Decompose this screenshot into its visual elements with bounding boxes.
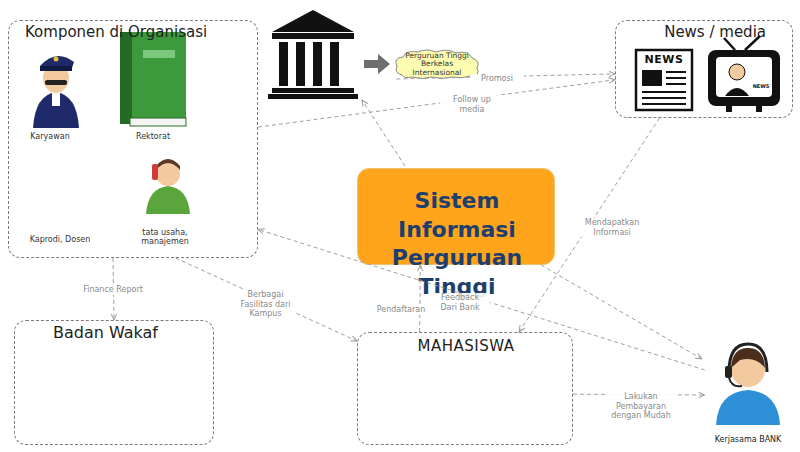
employee-body bbox=[33, 92, 79, 128]
dashed-connector bbox=[176, 258, 358, 341]
edge-label: Promosi bbox=[470, 74, 524, 84]
agent-earpiece bbox=[725, 366, 732, 378]
newspaper-photo bbox=[642, 70, 662, 86]
employee-glasses bbox=[45, 80, 67, 85]
book-spine bbox=[120, 32, 132, 124]
tv-leg bbox=[726, 106, 732, 112]
tv-leg bbox=[756, 106, 762, 112]
newspaper-line bbox=[666, 71, 686, 73]
agent-hair bbox=[731, 348, 765, 368]
dashed-arrow bbox=[362, 100, 405, 166]
node-title: Badan Wakaf bbox=[53, 323, 158, 342]
group-box: MAHASISWA bbox=[357, 332, 573, 445]
edge-label: Berbagai Fasilitas dari Kampus bbox=[236, 290, 295, 319]
node-title: Sistem Informasi Perguruan Tinggi bbox=[364, 187, 550, 301]
person-body bbox=[146, 186, 190, 214]
book-label bbox=[143, 50, 175, 58]
newspaper-line bbox=[666, 83, 686, 85]
employee-collar bbox=[52, 92, 60, 106]
block-arrow bbox=[364, 54, 390, 74]
cloud-shape: Perguruan Tinggi Berkelas Internasional bbox=[392, 49, 482, 79]
node-title: MAHASISWA bbox=[358, 337, 574, 355]
newspaper-line bbox=[642, 91, 686, 93]
person-hair bbox=[156, 159, 180, 170]
television-icon bbox=[708, 36, 780, 112]
building-step bbox=[268, 94, 358, 99]
actor-box: Kerjasama BANK bbox=[700, 345, 796, 445]
newspaper-line bbox=[642, 97, 686, 99]
call-agent-icon bbox=[716, 344, 780, 425]
process-box: Sistem Informasi Perguruan Tinggi bbox=[357, 168, 555, 265]
anchor-body bbox=[725, 88, 749, 96]
dashed-connector bbox=[541, 265, 702, 359]
agent-body bbox=[716, 390, 780, 425]
dashed-connector bbox=[258, 80, 615, 127]
newspaper-line bbox=[666, 77, 686, 79]
icon-caption: NEWS bbox=[641, 54, 687, 67]
newspaper-page bbox=[636, 50, 692, 110]
tv-body bbox=[708, 50, 780, 106]
building-beam bbox=[272, 33, 354, 39]
phone-handset bbox=[152, 164, 158, 180]
icon-caption: Kaprodi, Dosen bbox=[25, 235, 95, 244]
agent-headset bbox=[729, 344, 767, 372]
employee-badge bbox=[54, 57, 59, 62]
icon-caption: NEWS bbox=[752, 84, 770, 90]
cloud-outline-path bbox=[396, 50, 478, 79]
book-pages bbox=[130, 118, 186, 126]
group-box: News / media bbox=[615, 20, 793, 118]
building-column bbox=[296, 42, 305, 86]
icon-caption: Karyawan bbox=[25, 132, 75, 141]
group-box: Badan Wakaf bbox=[14, 320, 214, 445]
employee-icon bbox=[33, 56, 79, 128]
node-title: News / media bbox=[664, 23, 766, 41]
edge-label: Finance Report bbox=[76, 285, 150, 295]
building-roof bbox=[272, 10, 354, 32]
edge-label: Pendaftaran bbox=[372, 305, 430, 315]
icon-caption: Rektorat bbox=[128, 132, 178, 141]
node-title: Komponen di Organisasi bbox=[25, 23, 207, 41]
newspaper-icon bbox=[636, 50, 692, 110]
university-building-icon bbox=[268, 10, 358, 99]
edge-label: Lakukan Pembayaran dengan Mudah bbox=[606, 392, 676, 421]
icon-caption: tata usaha, manajemen bbox=[135, 228, 195, 246]
newspaper-line bbox=[642, 103, 686, 105]
building-column bbox=[279, 42, 288, 86]
employee-cap-visor bbox=[40, 66, 72, 71]
tv-screen bbox=[716, 57, 772, 97]
building-step bbox=[272, 88, 354, 93]
phone-person-icon bbox=[146, 159, 190, 214]
book-cover bbox=[120, 32, 186, 124]
book-icon bbox=[120, 32, 186, 126]
anchor-face bbox=[729, 64, 745, 80]
edge-label: Mendapatkan Informasi bbox=[580, 218, 644, 237]
node-title: Perguruan Tinggi Berkelas Internasional bbox=[398, 52, 476, 77]
building-column bbox=[330, 42, 339, 86]
edge-label: Feedback Dari Bank bbox=[430, 293, 490, 312]
building-column bbox=[313, 42, 322, 86]
edge-label: Follow up media bbox=[440, 95, 504, 114]
agent-mic bbox=[729, 378, 742, 386]
node-title: Kerjasama BANK bbox=[700, 435, 796, 444]
